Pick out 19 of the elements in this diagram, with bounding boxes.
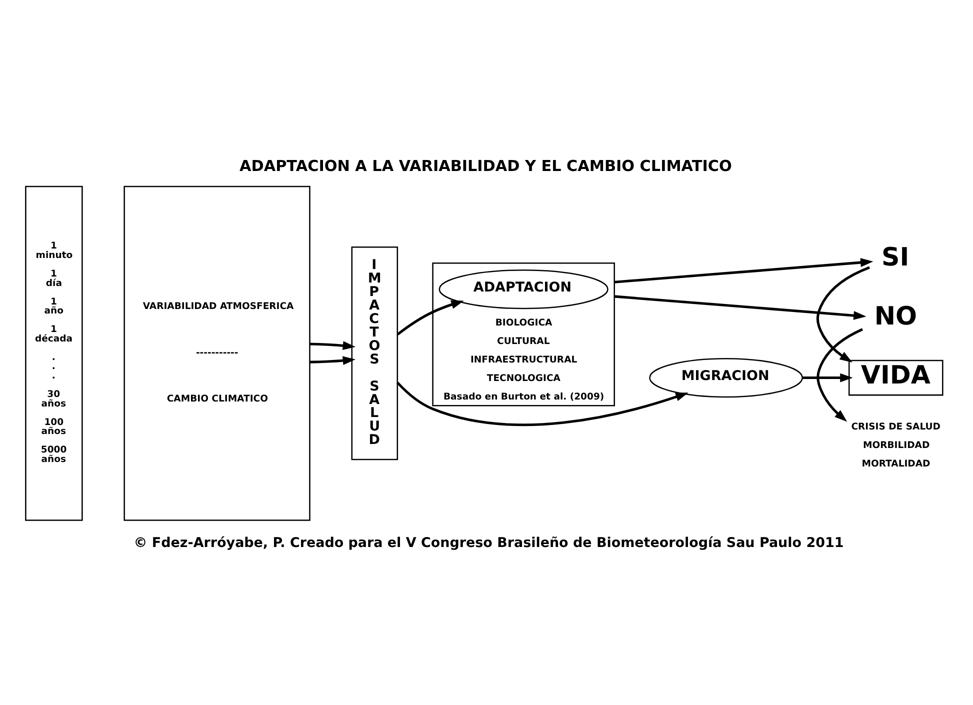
- arrow: [614, 295, 866, 320]
- node-box: VIDA: [848, 360, 944, 396]
- diagram-title: ADAPTACION A LA VARIABILIDAD Y EL CAMBIO CLIMATICO: [240, 156, 732, 175]
- arrow: [396, 382, 688, 426]
- node-box: IMPACTOS SALUD: [351, 246, 398, 460]
- arrow: [396, 300, 464, 336]
- node-box: VARIABILIDAD ATMOSFERICA ----------- CAMBIO CLIMATICO: [124, 186, 310, 521]
- node-text: NO: [874, 301, 918, 330]
- node-box: 1 minuto 1 día 1 año 1 década . . . 30 años 100 años 5000 años: [25, 186, 83, 521]
- arrow: [310, 356, 356, 365]
- arrow: [816, 266, 870, 363]
- node-text: CRISIS DE SALUD MORBILIDAD MORTALIDAD: [851, 421, 940, 470]
- node-ellipse: MIGRACION: [649, 358, 803, 398]
- arrow: [816, 328, 863, 422]
- arrow: [614, 258, 874, 284]
- arrow: [310, 341, 356, 350]
- node-text: SI: [882, 242, 910, 272]
- arrow: [802, 373, 853, 382]
- caption: © Fdez-Arróyabe, P. Creado para el V Congreso Brasileño de Biometeorología Sau Paulo 2011: [134, 535, 844, 552]
